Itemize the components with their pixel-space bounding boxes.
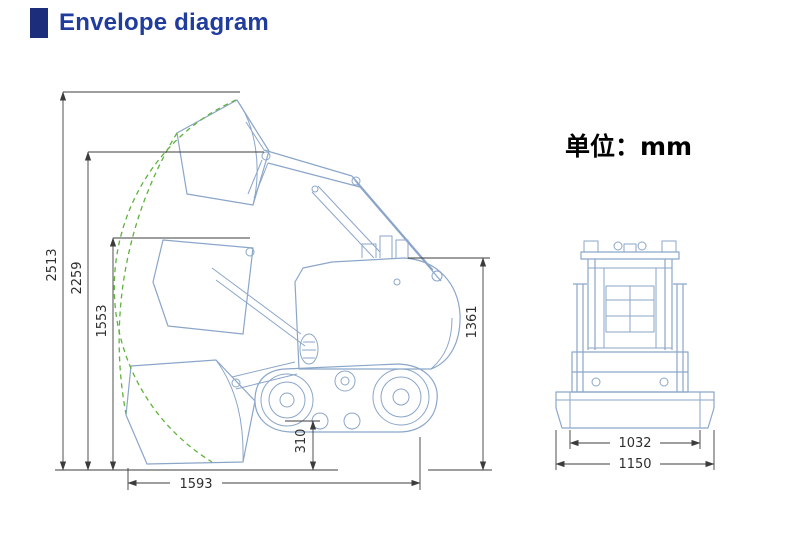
track-assembly [254, 363, 438, 433]
dim-label-overall-width: 1150 [618, 457, 651, 472]
bucket-tip-arc [118, 132, 178, 415]
dimensions-side: 2513 2259 1553 1361 310 [45, 91, 492, 492]
loader-arm-ground [125, 359, 298, 465]
body-outline [294, 257, 461, 370]
bucket-raised [176, 99, 270, 206]
front-idler [260, 373, 314, 427]
arm-pivot-pin [431, 270, 443, 282]
header: Envelope diagram [30, 8, 269, 38]
dim-label-dump-height: 1553 [95, 304, 110, 337]
title-bullet [30, 8, 48, 38]
lift-cylinder [311, 185, 381, 259]
dimensions-front: 1032 1150 [555, 430, 715, 472]
operator-controls [361, 235, 409, 258]
dimension-1361: 1361 [408, 257, 490, 471]
body-vent [299, 333, 319, 365]
dim-label-overall-length: 1593 [179, 477, 212, 492]
side-view [125, 99, 461, 465]
dim-label-max-lift-height: 2513 [45, 248, 60, 281]
dimension-1553: 1553 [95, 237, 250, 471]
dimension-1150: 1150 [555, 457, 715, 472]
dimension-1593: 1593 [127, 437, 421, 492]
unit-label: 单位：mm [565, 132, 692, 161]
dim-label-machine-height: 1361 [465, 305, 480, 338]
envelope-arcs [113, 99, 237, 463]
left-mirror [583, 240, 599, 253]
loader-arm-raised [245, 121, 443, 282]
front-view [555, 240, 715, 429]
front-loader-arms [573, 283, 687, 392]
right-mirror [661, 240, 677, 253]
bucket-envelope-arc [113, 99, 237, 463]
machine-body [294, 235, 461, 370]
canopy [580, 240, 680, 350]
dimension-1032: 1032 [569, 436, 701, 451]
rear-cover-line [430, 317, 453, 370]
loader-arm-mid [152, 239, 306, 347]
dim-label-hinge-pin-height: 2259 [70, 261, 85, 294]
front-chassis [571, 351, 689, 393]
dim-label-ground-clearance: 310 [294, 429, 309, 454]
page-title: Envelope diagram [59, 9, 269, 36]
track-outline [254, 363, 438, 433]
top-roller [334, 370, 356, 392]
bucket-mid [152, 239, 254, 335]
dimension-310: 310 [285, 420, 320, 471]
engine-seat-box [605, 285, 655, 333]
dimension-2259: 2259 [70, 151, 264, 471]
dimension-2513: 2513 [45, 91, 240, 471]
canopy-posts [587, 259, 673, 350]
bucket-ground [125, 359, 256, 465]
dim-label-bucket-width: 1032 [618, 436, 651, 451]
bottom-roller [343, 412, 361, 430]
front-bucket [555, 391, 715, 429]
